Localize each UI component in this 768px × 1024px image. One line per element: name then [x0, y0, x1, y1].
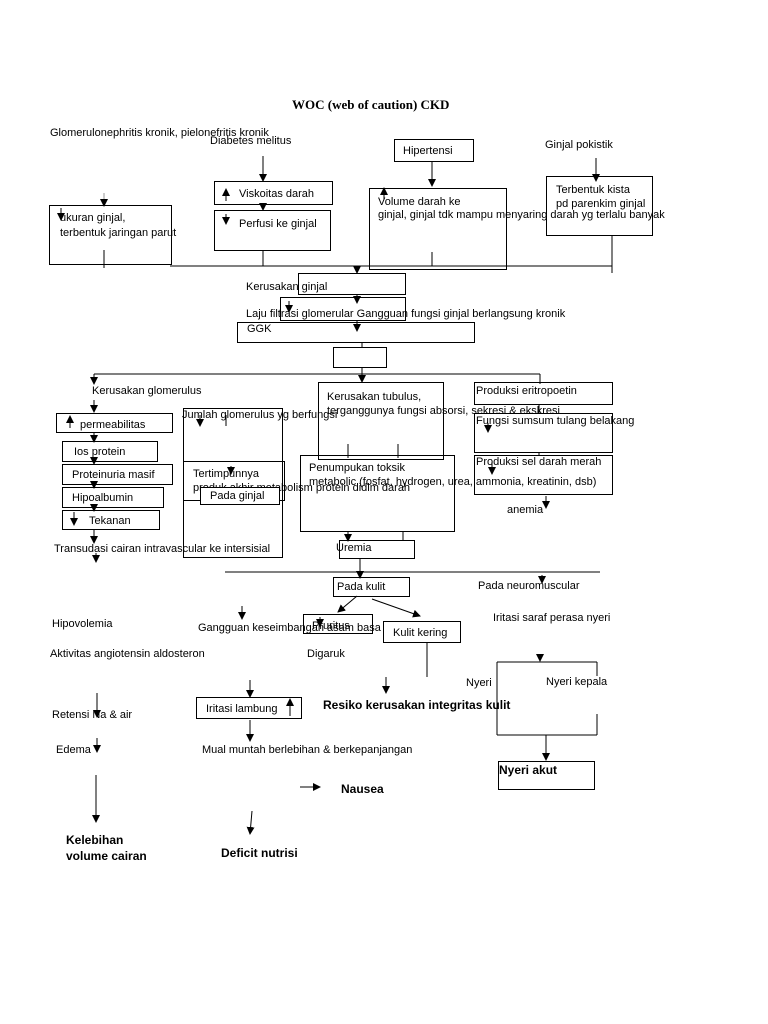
- box-volume-darah: [369, 188, 507, 270]
- cause-diabetes: Diabetes melitus: [210, 135, 292, 147]
- box-hipoalbumin: Hipoalbumin: [62, 487, 164, 508]
- outcome-kelebihan-1: Kelebihan: [66, 833, 124, 847]
- box-perfusi: Perfusi ke ginjal: [214, 210, 331, 251]
- box-viskositas: Viskoitas darah: [214, 181, 333, 205]
- outcome-deficit-nutrisi: Deficit nutrisi: [221, 846, 298, 860]
- box-nyeri-akut: Nyeri akut: [498, 761, 595, 790]
- box-kulit-kering: Kulit kering: [383, 621, 461, 643]
- box-pada-kulit: Pada kulit: [333, 577, 410, 597]
- box-uremia: Uremia: [336, 540, 415, 559]
- outcome-nyeri-akut: Nyeri akut: [499, 763, 558, 777]
- label-produksi-eritropoetin: Produksi eritropoetin: [476, 385, 577, 397]
- label-kerusakan-tubulus-2: terganggunya fungsi absorsi, sekresi & e…: [327, 405, 560, 417]
- label-kerusakan-glomerulus: Kerusakan glomerulus: [92, 385, 202, 397]
- box-ios-protein: Ios protein: [62, 441, 158, 462]
- diagram-title: WOC (web of caution) CKD: [292, 97, 450, 112]
- label-hipovolemia: Hipovolemia: [52, 618, 113, 630]
- label-hipoalbumin: Hipoalbumin: [72, 492, 134, 504]
- box-produksi-eritropoetin: Produksi eritropoetin: [474, 382, 613, 405]
- outcome-kelebihan-2: volume cairan: [66, 849, 147, 863]
- label-transudasi: Transudasi cairan intravascular ke inter…: [54, 543, 271, 555]
- label-pada-neuromuscular: Pada neuromuscular: [478, 580, 580, 592]
- box-kerusakan-ginjal: [298, 273, 406, 295]
- box-pada-ginjal: Pada ginjal: [200, 487, 280, 505]
- label-fungsi-sumsum: Fungsi sumsum tulang belakang: [476, 415, 635, 427]
- box-penumpukan: [300, 455, 455, 532]
- label-uremia: Uremia: [336, 542, 372, 554]
- outcome-resiko-kulit: Resiko kerusakan integritas kulit: [323, 698, 511, 712]
- label-volume-1: Volume darah ke: [378, 196, 461, 208]
- cause-glomerulonephritis: Glomerulonephritis kronik, pielonefritis…: [50, 127, 269, 139]
- label-permeabilitas: permeabilitas: [80, 419, 146, 431]
- box-proteinuria: Proteinuria masif: [62, 464, 173, 485]
- label-edema: Edema: [56, 744, 91, 756]
- label-gangguan-asam-basa: Gangguan keseimbangan asam basa: [198, 622, 381, 634]
- label-kerusakan-ginjal: Kerusakan ginjal: [246, 281, 328, 293]
- label-volume-2: ginjal, ginjal tdk mampu menyaring darah…: [378, 209, 665, 221]
- box-laju-filtrasi: [280, 297, 406, 321]
- label-pada-ginjal: Pada ginjal: [210, 490, 265, 502]
- box-pruritus: Pruritus: [303, 614, 373, 634]
- label-produksi-sel: Produksi sel darah merah: [476, 456, 602, 468]
- label-ukuran-ginjal-2: terbentuk jaringan parut: [60, 227, 177, 239]
- label-ios-protein: Ios protein: [74, 446, 126, 458]
- box-kerusakan-tubulus: [318, 382, 444, 460]
- label-hipertensi: Hipertensi: [403, 145, 453, 157]
- box-ggk-branch: [333, 347, 387, 368]
- label-digaruk: Digaruk: [307, 648, 345, 660]
- label-retensi: Retensi Na & air: [52, 709, 133, 721]
- cause-ginjal-pokistik: Ginjal pokistik: [545, 139, 613, 151]
- label-proteinuria: Proteinuria masif: [72, 469, 155, 481]
- box-kista: [546, 176, 653, 236]
- label-pada-kulit: Pada kulit: [337, 581, 386, 593]
- label-penumpukan-2: metabolic (fosfat, hydrogen, urea, ammon…: [309, 476, 597, 488]
- label-tekanan: Tekanan: [89, 515, 131, 527]
- label-kista-1: Terbentuk kista: [556, 184, 630, 196]
- label-nyeri: Nyeri: [466, 677, 492, 689]
- label-perfusi: Perfusi ke ginjal: [239, 218, 317, 230]
- label-kista-2: pd parenkim ginjal: [556, 198, 646, 210]
- label-tertimpunnya-1: Tertimpunnya: [193, 468, 260, 480]
- label-anemia: anemia: [507, 504, 544, 516]
- label-aktivitas-angiotensin: Aktivitas angiotensin aldosteron: [50, 648, 205, 660]
- label-laju-filtrasi: Laju filtrasi glomerular Gangguan fungsi…: [246, 308, 566, 320]
- label-jumlah-glomerulus: Jumlah glomerulus yg berfungsi: [182, 409, 338, 421]
- label-kulit-kering: Kulit kering: [393, 627, 448, 639]
- label-kerusakan-tubulus-1: Kerusakan tubulus,: [327, 391, 422, 403]
- label-iritasi-lambung: Iritasi lambung: [206, 703, 278, 715]
- label-iritasi-saraf: Iritasi saraf perasa nyeri: [493, 612, 611, 624]
- box-produksi-sel: Produksi sel darah merah: [474, 455, 613, 495]
- box-ukuran-ginjal: [49, 205, 172, 265]
- label-viskositas: Viskoitas darah: [239, 188, 315, 200]
- label-nausea: Nausea: [341, 782, 384, 796]
- box-fungsi-sumsum: Fungsi sumsum tulang belakang: [474, 413, 634, 453]
- box-permeabilitas: permeabilitas: [56, 413, 173, 433]
- box-hipertensi: Hipertensi: [394, 139, 474, 162]
- label-ggk: GGK: [247, 323, 272, 335]
- box-ggk: GGK: [237, 322, 475, 343]
- box-tekanan: Tekanan: [62, 510, 160, 530]
- box-iritasi-lambung: Iritasi lambung: [196, 697, 302, 719]
- label-pruritus: Pruritus: [312, 620, 350, 632]
- label-penumpukan-1: Penumpukan toksik: [309, 462, 405, 474]
- label-mual: Mual muntah berlebihan & berkepanjangan: [202, 744, 413, 756]
- label-ukuran-ginjal-1: ukuran ginjal,: [60, 212, 126, 224]
- label-nyeri-kepala: Nyeri kepala: [546, 676, 608, 688]
